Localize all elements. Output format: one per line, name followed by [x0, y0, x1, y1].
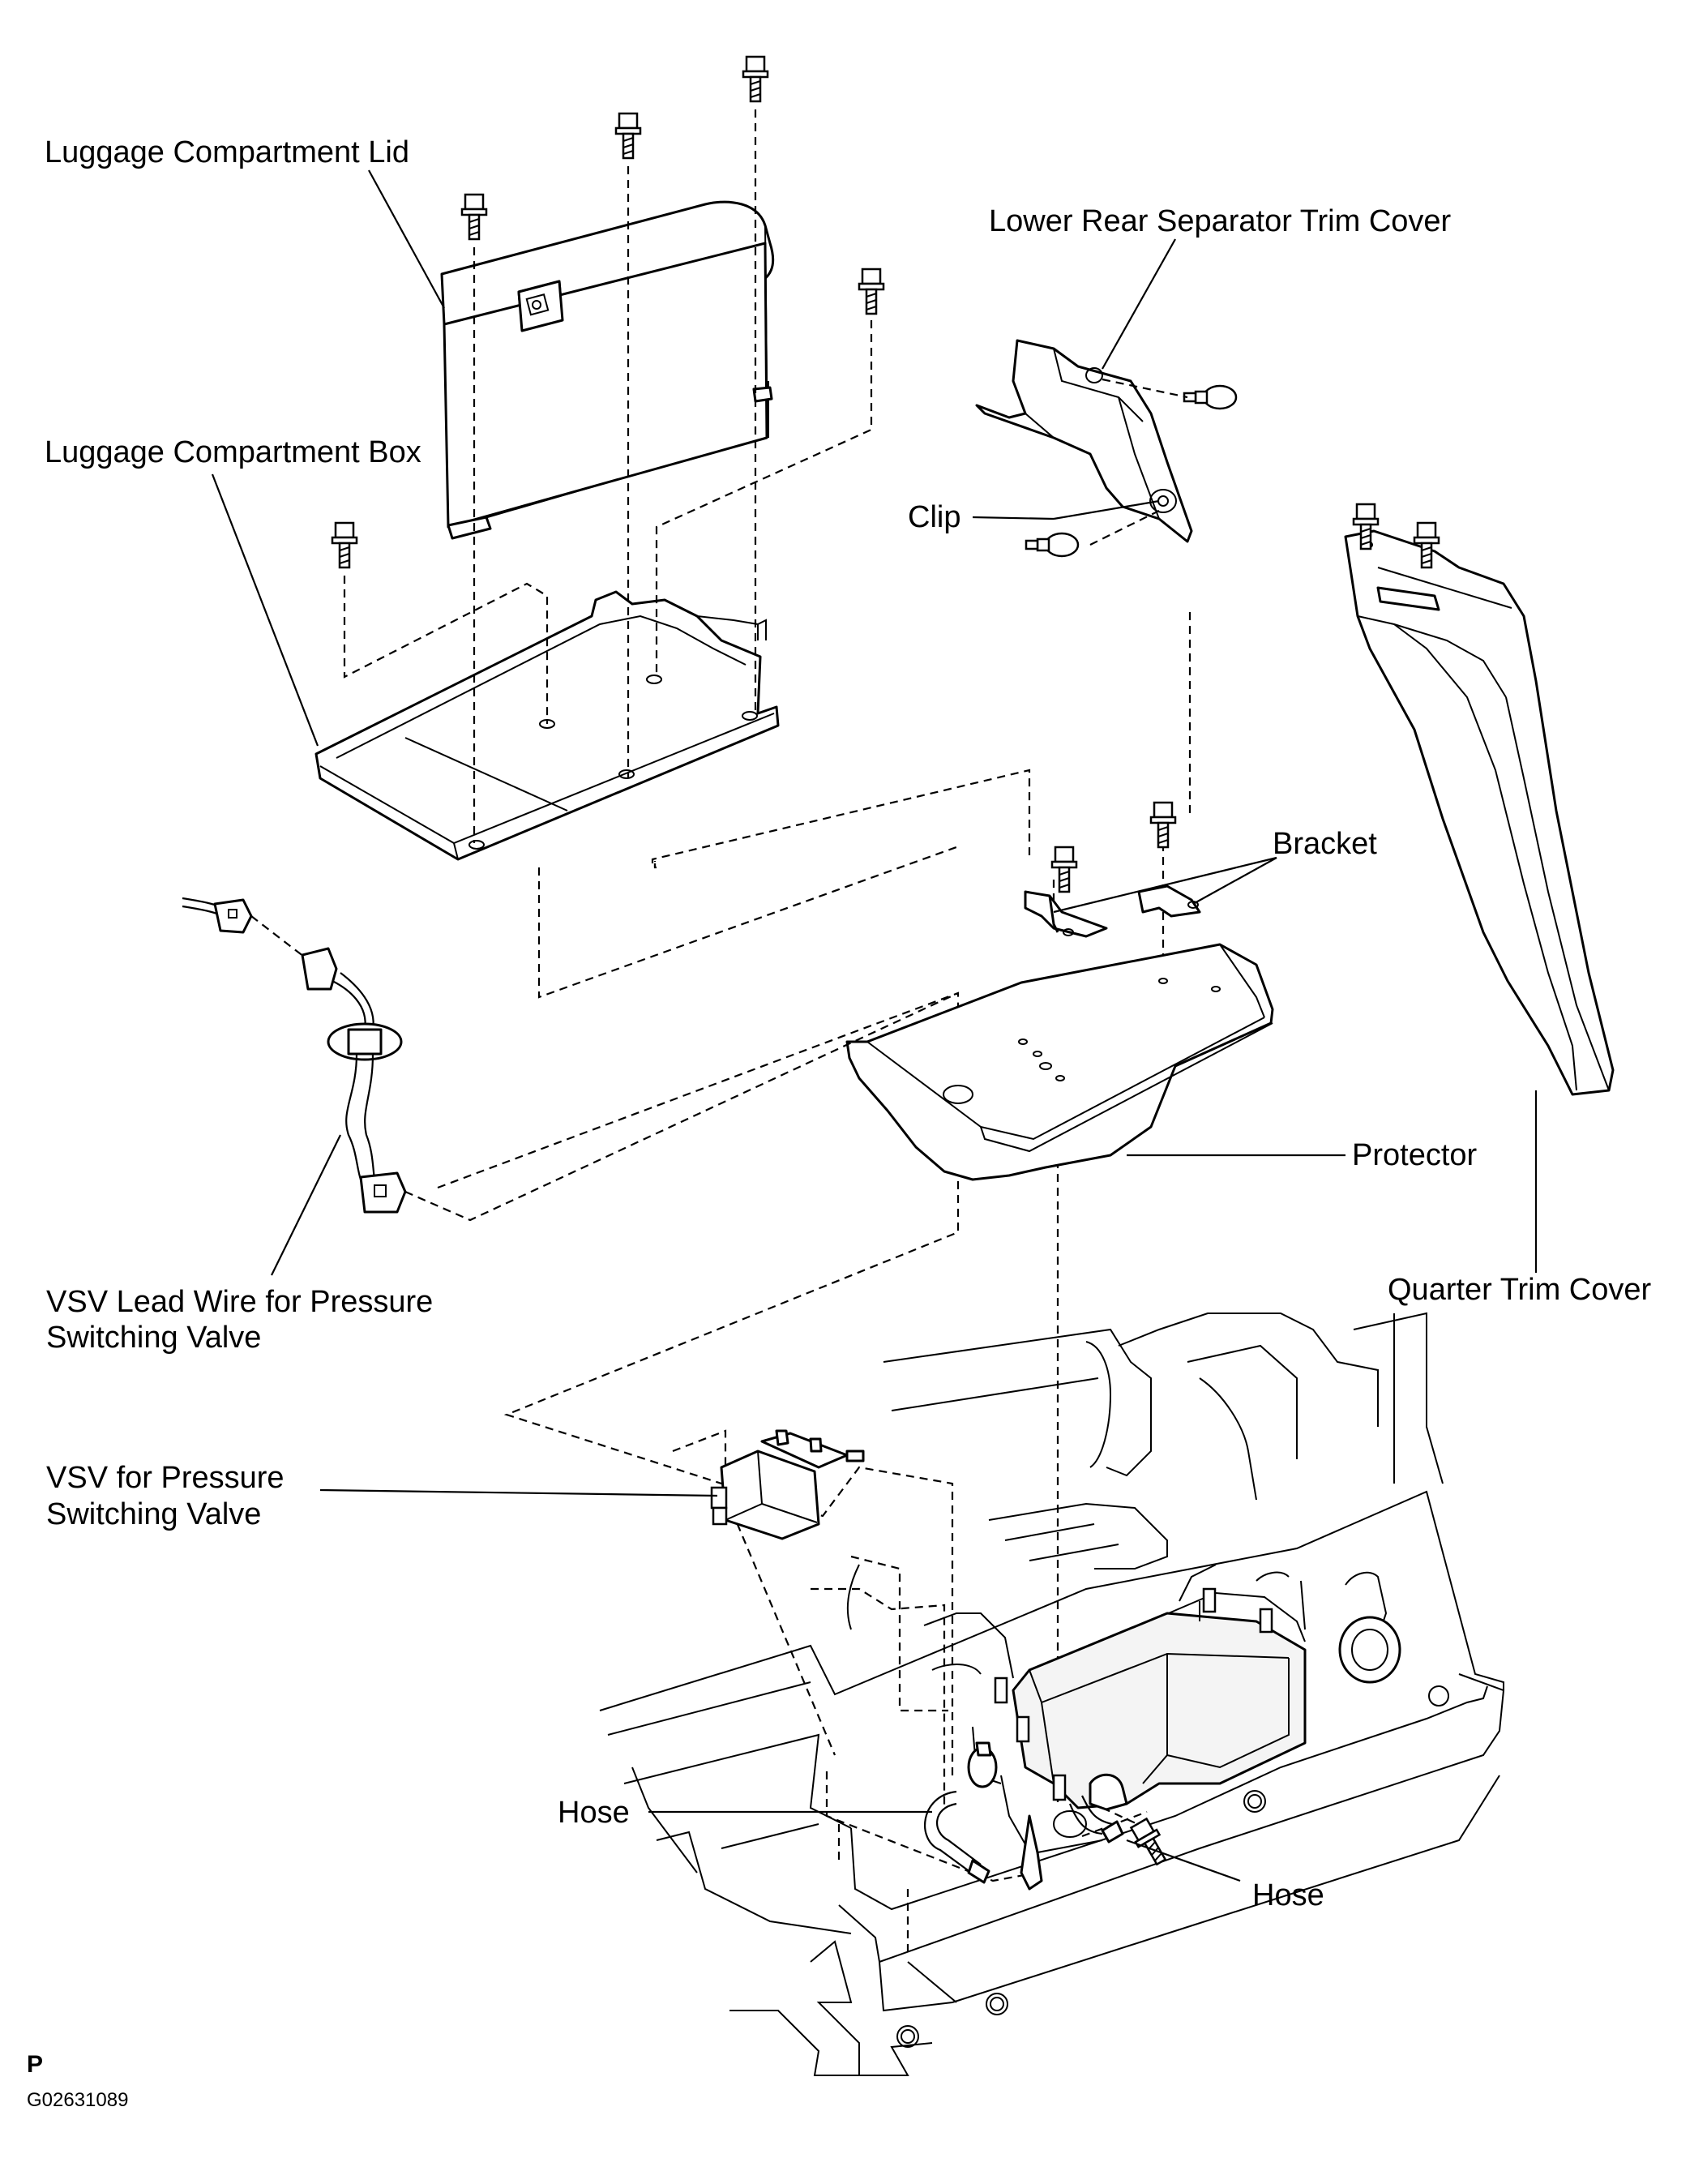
label-vsv-line2: Switching Valve: [46, 1497, 261, 1531]
vsv-pressure-switching-valve: [710, 1429, 865, 1540]
vehicle-floor-assembly: [599, 1312, 1505, 2076]
label-lower-rear-separator-trim-cover: Lower Rear Separator Trim Cover: [989, 204, 1452, 238]
label-quarter-trim-cover: Quarter Trim Cover: [1388, 1273, 1652, 1307]
page-letter: P: [27, 2051, 43, 2078]
label-hose-left: Hose: [558, 1796, 630, 1830]
luggage-compartment-lid: [440, 200, 775, 540]
label-vsv-lead-wire-line1: VSV Lead Wire for Pressure: [46, 1285, 433, 1319]
vsv-lead-wire: [182, 897, 959, 1222]
label-hose-right: Hose: [1252, 1878, 1324, 1912]
label-protector: Protector: [1352, 1138, 1478, 1172]
figure-code: G02631089: [27, 2089, 128, 2111]
protector: [845, 943, 1274, 1181]
luggage-compartment-box: [314, 590, 780, 861]
label-bracket: Bracket: [1273, 827, 1377, 861]
quarter-trim-cover: [1344, 529, 1615, 1096]
label-luggage-compartment-lid: Luggage Compartment Lid: [45, 135, 409, 169]
label-vsv-lead-wire-line2: Switching Valve: [46, 1321, 261, 1355]
label-vsv-line1: VSV for Pressure: [46, 1461, 284, 1495]
bracket: [1024, 884, 1201, 938]
label-leader-lines: [211, 169, 1538, 1882]
label-clip: Clip: [908, 500, 960, 534]
label-luggage-compartment-box: Luggage Compartment Box: [45, 435, 421, 469]
